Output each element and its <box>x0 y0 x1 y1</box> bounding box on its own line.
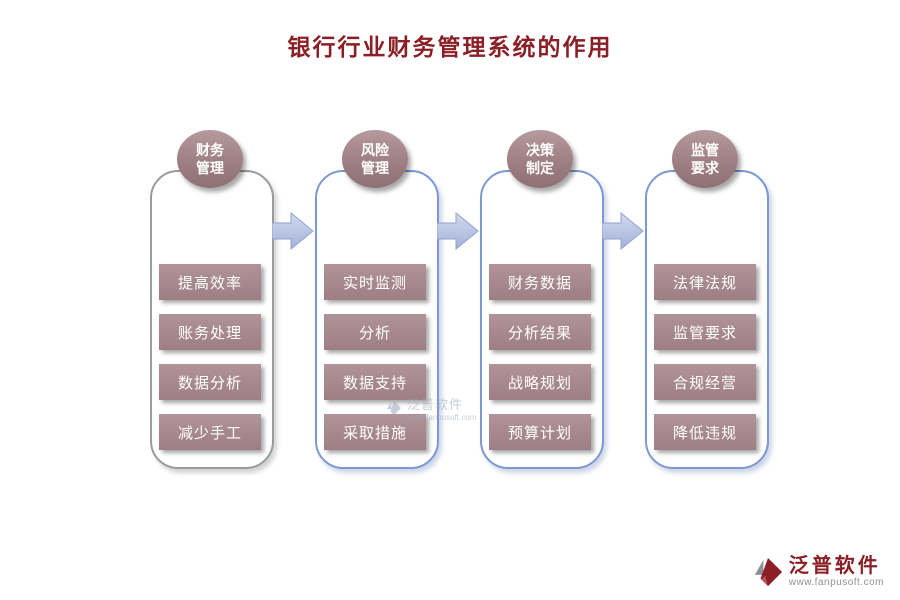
watermark-text: 泛普软件 <box>407 397 464 412</box>
item-box: 提高效率 <box>159 264 261 300</box>
column-header-label: 决策制定 <box>526 141 554 176</box>
item-box: 财务数据 <box>489 264 591 300</box>
column-header-label: 监管要求 <box>691 141 719 176</box>
item-box: 分析 <box>324 314 426 350</box>
column-header-risk-management: 风险管理 <box>342 130 408 188</box>
item-box: 账务处理 <box>159 314 261 350</box>
column-regulatory-requirements: 法律法规 监管要求 合规经营 降低违规 <box>645 170 769 469</box>
item-box: 分析结果 <box>489 314 591 350</box>
watermark-url: www.fanpusoft.com <box>407 413 477 422</box>
fanpu-logo: 泛普软件 www.fanpusoft.com <box>753 555 884 588</box>
logo-url: www.fanpusoft.com <box>788 577 884 588</box>
item-box: 数据支持 <box>324 364 426 400</box>
item-box: 法律法规 <box>654 264 756 300</box>
column-risk-management: 实时监测 分析 数据支持 采取措施 <box>315 170 439 469</box>
item-box: 采取措施 <box>324 414 426 450</box>
fanpu-logo-icon <box>754 557 782 586</box>
item-box: 减少手工 <box>159 414 261 450</box>
item-box: 实时监测 <box>324 264 426 300</box>
column-financial-management: 提高效率 账务处理 数据分析 减少手工 <box>150 170 274 469</box>
column-header-regulatory-requirements: 监管要求 <box>672 130 738 188</box>
column-decision-making: 财务数据 分析结果 战略规划 预算计划 <box>480 170 604 469</box>
fanpu-logo-icon <box>387 401 401 415</box>
logo-name: 泛普软件 <box>788 555 881 577</box>
column-header-label: 风险管理 <box>361 141 389 176</box>
item-box: 合规经营 <box>654 364 756 400</box>
item-box: 监管要求 <box>654 314 756 350</box>
column-header-financial-management: 财务管理 <box>177 130 243 188</box>
item-box: 降低违规 <box>654 414 756 450</box>
item-box: 数据分析 <box>159 364 261 400</box>
item-box: 预算计划 <box>489 414 591 450</box>
page-title: 银行行业财务管理系统的作用 <box>287 35 613 60</box>
arrow-right-icon <box>437 212 479 250</box>
arrow-right-icon <box>602 212 644 250</box>
column-header-decision-making: 决策制定 <box>507 130 573 188</box>
watermark: 泛普软件 www.fanpusoft.com <box>386 394 476 422</box>
column-header-label: 财务管理 <box>196 141 224 176</box>
item-box: 战略规划 <box>489 364 591 400</box>
arrow-right-icon <box>272 212 314 250</box>
